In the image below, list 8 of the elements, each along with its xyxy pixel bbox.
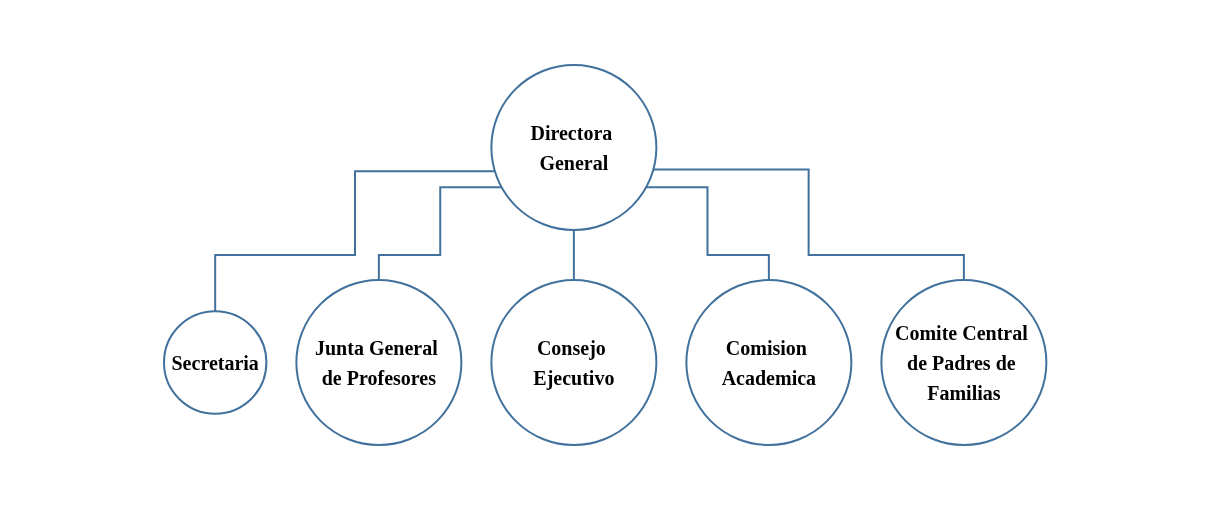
node-circle: Comision Academica [685, 279, 853, 446]
node-circle: Directora General [490, 64, 658, 231]
connector [377, 186, 503, 281]
node-circle: Consejo Ejecutivo [490, 279, 658, 446]
node-circle: Junta General de Profesores [295, 279, 463, 446]
connector [572, 229, 575, 281]
node-circle: Secretaria [162, 310, 268, 415]
node-circle: Comite Central de Padres de Familias [880, 279, 1048, 446]
